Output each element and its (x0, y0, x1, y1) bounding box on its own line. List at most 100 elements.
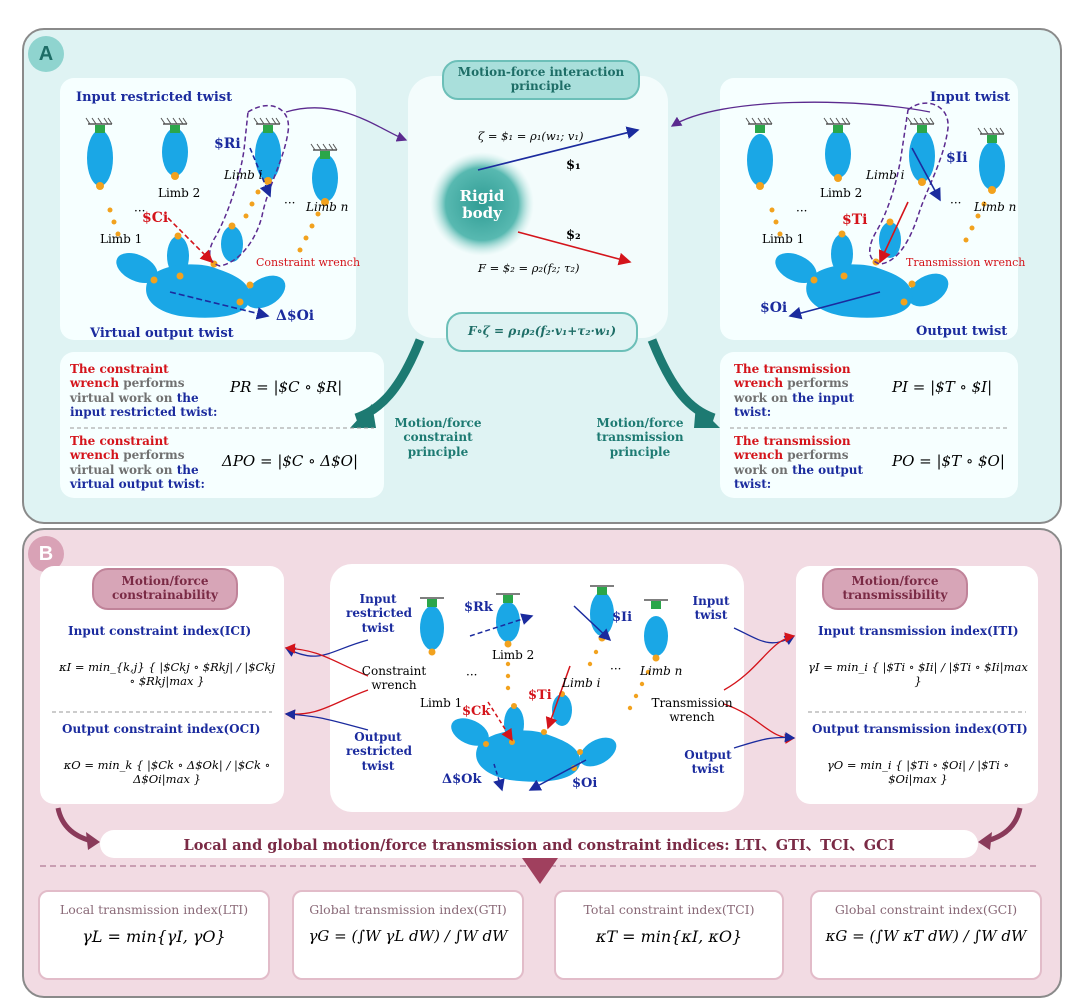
cw-red-1: The constraint wrench (70, 362, 169, 391)
gci-title: Global constraint index(GCI) (834, 902, 1018, 917)
sti-label: $Ti (842, 212, 868, 228)
rigid-body-diagram (430, 126, 640, 266)
gti-equation: γG = (∫W γL dW) / ∫W dW (308, 927, 508, 945)
sci-label: $Ci (142, 210, 169, 226)
input-twist-b: Input twist (692, 594, 730, 623)
input-restricted-twist-label: Input restricted twist (76, 90, 233, 105)
iti-equation: γI = min_i { |$Ti ∘ $Ii| / |$Ti ∘ $Ii|ma… (808, 660, 1028, 688)
dsok-label: Δ$Ok (442, 772, 482, 787)
sti-b-label: $Ti (528, 688, 552, 703)
output-restricted-twist-b: Output restricted twist (346, 730, 413, 773)
gci-box: Global constraint index(GCI) κG = (∫W κT… (810, 890, 1042, 980)
left-limb2-label: Limb 2 (158, 186, 201, 200)
right-limbn-label: Limb n (974, 200, 1017, 214)
tw-red-1: The transmission wrench (734, 362, 851, 391)
soi-label: $Oi (760, 300, 788, 316)
cw-blue-1: the input restricted twist: (70, 390, 218, 420)
constraint-wrench-b: Constraint wrench (361, 664, 427, 693)
b-limb2: Limb 2 (492, 648, 535, 662)
constraint-work-card (60, 352, 384, 498)
delta-so-label: Δ$Oi (276, 308, 315, 324)
right-mechanism (670, 101, 1005, 320)
right-dots-2: ··· (950, 196, 962, 210)
right-limbi-label: Limb i (866, 168, 905, 182)
gti-title: Global transmission index(GTI) (309, 902, 507, 917)
constraint-principle-label: Motion/force constraint principle (394, 416, 482, 459)
transmission-wrench-b: Transmission wrench (651, 696, 733, 725)
gti-box: Global transmission index(GTI) γG = (∫W … (292, 890, 524, 980)
mechanism-b (420, 585, 668, 792)
s1-label: $₁ (566, 158, 581, 173)
pr-equation: PR = |$C ∘ $R| (230, 378, 343, 396)
input-twist-label: Input twist (930, 90, 1011, 105)
right-limb2-label: Limb 2 (820, 186, 863, 200)
sii-label: $Ii (946, 150, 968, 166)
transmissibility-title: Motion/force transmissibility (822, 568, 968, 610)
left-dots-2: ··· (284, 196, 296, 210)
force-equation: F = $₂ = ρ₂(f₂; τ₂) (478, 261, 580, 275)
transmission-principle-label: Motion/force transmission principle (596, 416, 684, 459)
tw-red-2: The transmission wrench (734, 434, 851, 463)
power-equation: F∘ζ = ρ₁ρ₂(f₂·v₁+τ₂·w₁) (446, 312, 638, 352)
left-limbi-label: Limb i (224, 168, 263, 182)
right-dots-1: ··· (796, 204, 808, 218)
tw-blue-2: the output twist: (734, 462, 864, 492)
soi-b-label: $Oi (572, 776, 598, 791)
left-limbn-label: Limb n (306, 200, 349, 214)
rigid-body-label: Rigid body (459, 187, 505, 223)
b-dots-1: ··· (466, 668, 478, 682)
iti-title: Input transmission index(ITI) (818, 624, 1019, 638)
constraint-work-text-1: The constraint wrench performs virtual w… (70, 362, 220, 420)
transmission-work-text-1: The transmission wrench performs work on… (734, 362, 864, 420)
srk-label: $Rk (464, 600, 493, 615)
gci-equation: κG = (∫W κT dW) / ∫W dW (825, 927, 1027, 945)
output-twist-label: Output twist (916, 324, 1008, 339)
panel-a-badge: A (28, 36, 64, 72)
b-limbn: Limb n (640, 664, 683, 678)
b-dots-2: ··· (610, 662, 622, 676)
input-restricted-twist-b: Input restricted twist (346, 592, 413, 635)
output-twist-b: Output twist (684, 748, 732, 777)
right-limb1-label: Limb 1 (762, 232, 805, 246)
tci-title: Total constraint index(TCI) (583, 902, 755, 917)
oci-title: Output constraint index(OCI) (62, 722, 261, 736)
constraint-work-text-2: The constraint wrench performs virtual w… (70, 434, 220, 492)
sck-label: $Ck (462, 704, 491, 719)
ici-equation: κI = min_{k,j} { |$Ckj ∘ $Rkj| / |$Ckj ∘… (59, 660, 275, 688)
interaction-title: Motion-force interaction principle (442, 60, 640, 100)
virtual-output-twist-label: Virtual output twist (90, 326, 234, 341)
tw-blue-1: the input twist: (734, 390, 855, 420)
left-mechanism (85, 104, 408, 320)
zeta-equation: ζ = $₁ = ρ₁(w₁; v₁) (478, 129, 584, 143)
cw-grey-2: performs virtual work on (70, 448, 185, 477)
cw-red-2: The constraint wrench (70, 434, 169, 463)
oti-equation: γO = min_i { |$Ti ∘ $Oi| / |$Ti ∘ $Oi|ma… (826, 758, 1010, 786)
tw-grey-1: performs work on (734, 376, 849, 405)
sii-b-label: $Ii (612, 610, 633, 625)
po-equation: PO = |$T ∘ $O| (892, 452, 1005, 470)
lti-equation: γL = min{γI, γO} (82, 927, 226, 946)
delta-po-equation: ΔPO = |$C ∘ Δ$O| (222, 452, 359, 470)
lti-box: Local transmission index(LTI) γL = min{γ… (38, 890, 270, 980)
ici-title: Input constraint index(ICI) (68, 624, 252, 638)
cw-grey-1: performs virtual work on (70, 376, 185, 405)
b-limbi: Limb i (562, 676, 601, 690)
cw-blue-2: the virtual output twist: (70, 462, 205, 492)
oti-title: Output transmission index(OTI) (812, 722, 1028, 736)
b-limb1: Limb 1 (420, 696, 463, 710)
tci-box: Total constraint index(TCI) κT = min{κI,… (554, 890, 784, 980)
oci-equation: κO = min_k { |$Ck ∘ Δ$Ok| / |$Ck ∘ Δ$Oi|… (63, 758, 271, 786)
tci-equation: κT = min{κI, κO} (595, 927, 743, 946)
left-dots-1: ··· (134, 204, 146, 218)
transmission-wrench-label: Transmission wrench (906, 256, 1026, 269)
transmission-work-text-2: The transmission wrench performs work on… (734, 434, 864, 492)
left-limb1-label: Limb 1 (100, 232, 143, 246)
sri-label: $Ri (214, 136, 241, 152)
tw-grey-2: performs work on (734, 448, 849, 477)
lti-title: Local transmission index(LTI) (59, 902, 249, 917)
constrainability-title: Motion/force constrainability (92, 568, 238, 610)
constraint-wrench-label: Constraint wrench (256, 256, 361, 269)
transmission-work-card (720, 352, 1018, 498)
